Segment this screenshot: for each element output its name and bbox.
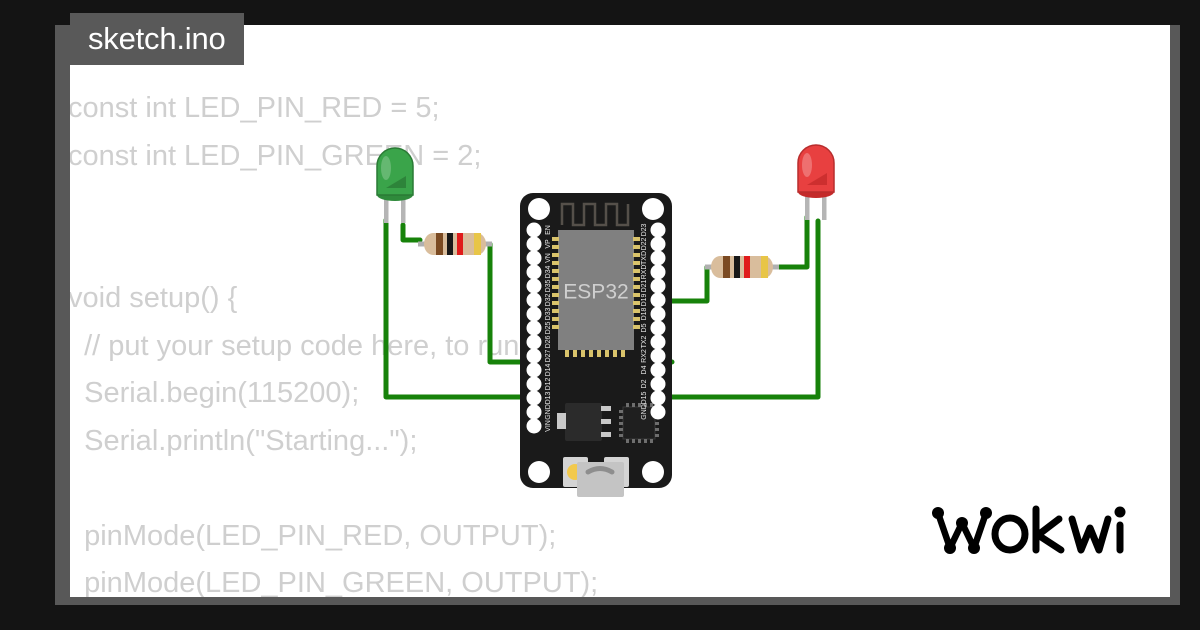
esp32-chip-label: ESP32 bbox=[563, 281, 628, 304]
svg-text:D27: D27 bbox=[545, 349, 552, 362]
pin-D34[interactable] bbox=[526, 264, 542, 280]
circuit-diagram[interactable]: ESP32 bbox=[70, 25, 1170, 597]
svg-text:EN: EN bbox=[545, 225, 552, 235]
header-left[interactable] bbox=[526, 222, 542, 434]
band-black bbox=[734, 256, 740, 278]
svg-text:GND: GND bbox=[545, 404, 552, 420]
mounting-hole bbox=[528, 461, 550, 483]
pin-D18[interactable] bbox=[650, 306, 666, 322]
editor-canvas: const int LED_PIN_RED = 5; const int LED… bbox=[70, 25, 1170, 597]
band-red bbox=[744, 256, 750, 278]
pin-D19[interactable] bbox=[650, 292, 666, 308]
svg-text:VIN: VIN bbox=[545, 420, 552, 432]
pin-TXD[interactable] bbox=[650, 250, 666, 266]
usb-connector bbox=[577, 462, 624, 497]
svg-text:D34: D34 bbox=[545, 265, 552, 278]
svg-text:D23: D23 bbox=[641, 223, 648, 236]
pin-D33[interactable] bbox=[526, 306, 542, 322]
wire-red-cathode-to-gnd[interactable] bbox=[669, 218, 821, 400]
svg-text:D26: D26 bbox=[545, 335, 552, 348]
esp32-board[interactable]: ESP32 bbox=[520, 193, 672, 497]
qfn-chip bbox=[622, 406, 656, 440]
band-brown bbox=[436, 233, 443, 255]
resistor-red-led[interactable] bbox=[705, 256, 779, 278]
wire-d5-to-resistor[interactable] bbox=[667, 264, 710, 304]
pin-D5[interactable] bbox=[650, 320, 666, 336]
band-gold bbox=[474, 233, 481, 255]
pin-D12[interactable] bbox=[526, 376, 542, 392]
svg-text:D22: D22 bbox=[641, 237, 648, 250]
svg-text:RXD: RXD bbox=[641, 265, 648, 280]
svg-text:D15: D15 bbox=[641, 391, 648, 404]
band-red bbox=[457, 233, 463, 255]
pin-D32[interactable] bbox=[526, 292, 542, 308]
pin-VP[interactable] bbox=[526, 236, 542, 252]
wokwi-logo bbox=[932, 505, 1126, 554]
green-led[interactable] bbox=[376, 147, 414, 223]
pin-D25[interactable] bbox=[526, 320, 542, 336]
pin-VN[interactable] bbox=[526, 250, 542, 266]
svg-text:D4: D4 bbox=[641, 365, 648, 374]
antenna-trace bbox=[560, 202, 630, 227]
svg-text:D14: D14 bbox=[545, 363, 552, 376]
mounting-hole bbox=[642, 461, 664, 483]
svg-text:VN: VN bbox=[545, 253, 552, 263]
pin-GND-left[interactable] bbox=[526, 404, 542, 420]
file-tab-sketch-ino[interactable]: sketch.ino bbox=[70, 13, 244, 65]
pin-TX2[interactable] bbox=[650, 334, 666, 350]
pin-D26[interactable] bbox=[526, 334, 542, 350]
svg-text:D12: D12 bbox=[545, 377, 552, 390]
header-right-labels: D23 D22 TXD RXD D21 D19 D18 D5 TX2 RX2 D… bbox=[641, 223, 648, 419]
svg-text:D2: D2 bbox=[641, 379, 648, 388]
voltage-regulator bbox=[565, 403, 602, 441]
wire-green-anode-to-resistor[interactable] bbox=[400, 222, 423, 243]
svg-text:D32: D32 bbox=[545, 293, 552, 306]
pin-D15[interactable] bbox=[650, 390, 666, 406]
pin-D35[interactable] bbox=[526, 278, 542, 294]
pin-D13[interactable] bbox=[526, 390, 542, 406]
svg-text:GND: GND bbox=[641, 404, 648, 420]
wire-green-cathode-to-gnd[interactable] bbox=[383, 217, 525, 400]
svg-text:TXD: TXD bbox=[641, 251, 648, 265]
svg-text:D35: D35 bbox=[545, 279, 552, 292]
svg-text:D25: D25 bbox=[545, 321, 552, 334]
wire-resistor-to-red-anode[interactable] bbox=[774, 214, 810, 270]
svg-text:D19: D19 bbox=[641, 293, 648, 306]
svg-text:VP: VP bbox=[545, 239, 552, 249]
band-brown bbox=[723, 256, 730, 278]
pin-D22[interactable] bbox=[650, 236, 666, 252]
band-gold bbox=[761, 256, 768, 278]
svg-text:D5: D5 bbox=[641, 323, 648, 332]
pin-D27[interactable] bbox=[526, 348, 542, 364]
pin-D14[interactable] bbox=[526, 362, 542, 378]
svg-text:D21: D21 bbox=[641, 279, 648, 292]
header-left-labels: EN VP VN D34 D35 D32 D33 D25 D26 D27 D14… bbox=[545, 225, 552, 432]
svg-text:TX2: TX2 bbox=[641, 335, 648, 348]
pin-VIN[interactable] bbox=[526, 418, 542, 434]
pin-RXD[interactable] bbox=[650, 264, 666, 280]
svg-text:D33: D33 bbox=[545, 307, 552, 320]
pin-EN[interactable] bbox=[526, 222, 542, 238]
band-black bbox=[447, 233, 453, 255]
svg-text:D13: D13 bbox=[545, 391, 552, 404]
pin-D2[interactable] bbox=[650, 376, 666, 392]
esp32-shield bbox=[558, 230, 634, 350]
pin-D23[interactable] bbox=[650, 222, 666, 238]
pin-D21[interactable] bbox=[650, 278, 666, 294]
mounting-hole bbox=[642, 198, 664, 220]
pin-D4[interactable] bbox=[650, 362, 666, 378]
pin-GND-right[interactable] bbox=[650, 404, 666, 420]
red-led[interactable] bbox=[797, 144, 835, 220]
header-right[interactable] bbox=[650, 222, 666, 420]
svg-text:RX2: RX2 bbox=[641, 349, 648, 363]
resistor-green-led[interactable] bbox=[418, 233, 492, 255]
mounting-hole bbox=[528, 198, 550, 220]
svg-text:D18: D18 bbox=[641, 307, 648, 320]
pin-RX2[interactable] bbox=[650, 348, 666, 364]
